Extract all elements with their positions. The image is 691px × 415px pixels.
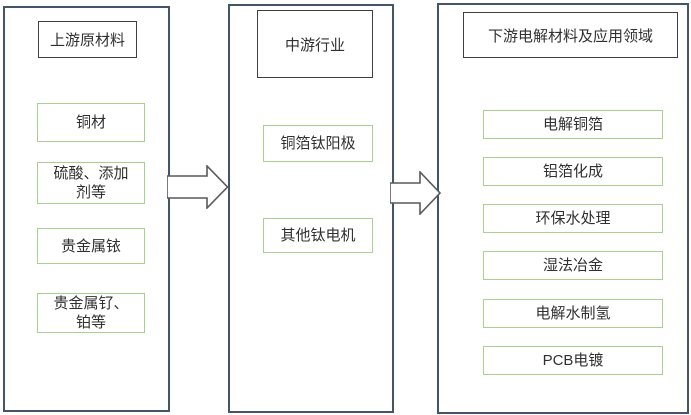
panel-downstream: 下游电解材料及应用领域 电解铜箔 铝箔化成 环保水处理 湿法冶金 电解水制氢 P… xyxy=(437,3,689,414)
item-box-ruthenium-platinum: 贵金属钌、 铂等 xyxy=(37,293,145,333)
panel-upstream: 上游原材料 铜材 硫酸、添加 剂等 贵金属铱 贵金属钌、 铂等 xyxy=(3,6,170,412)
item-box-water-electrolysis-hydrogen: 电解水制氢 xyxy=(483,299,663,328)
item-box-electrolytic-copper-foil: 电解铜箔 xyxy=(483,110,663,139)
downstream-title-box: 下游电解材料及应用领域 xyxy=(463,12,678,58)
item-box-other-titanium-electrode: 其他钛电机 xyxy=(263,218,373,253)
item-box-copper-material: 铜材 xyxy=(37,103,145,142)
panel-midstream: 中游行业 铜箔钛阳极 其他钛电机 xyxy=(228,4,394,413)
item-box-eco-water-treatment: 环保水处理 xyxy=(483,204,663,233)
item-box-aluminum-foil-formation: 铝箔化成 xyxy=(483,157,663,186)
midstream-title-box: 中游行业 xyxy=(257,10,373,78)
item-box-iridium: 贵金属铱 xyxy=(37,228,145,264)
right-arrow-icon xyxy=(167,165,229,209)
item-box-copper-foil-titanium-anode: 铜箔钛阳极 xyxy=(263,125,373,162)
right-arrow-icon xyxy=(390,171,441,215)
upstream-title-box: 上游原材料 xyxy=(38,21,137,58)
item-box-sulfuric-acid-additives: 硫酸、添加 剂等 xyxy=(37,162,145,204)
item-box-pcb-plating: PCB电镀 xyxy=(483,346,663,375)
item-box-hydrometallurgy: 湿法冶金 xyxy=(483,251,663,280)
